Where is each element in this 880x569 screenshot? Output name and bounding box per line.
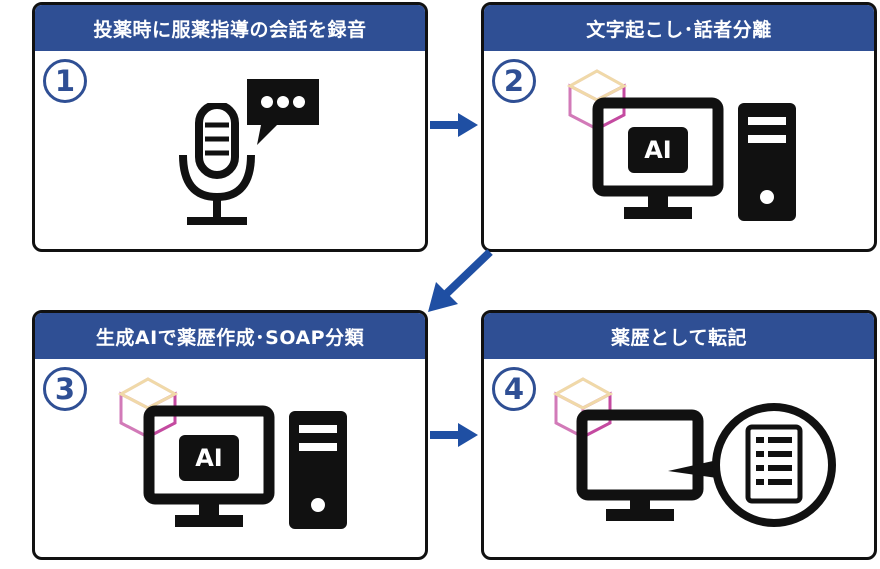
- step-3-number: 3: [43, 367, 87, 411]
- computer-ai-icon: [143, 405, 347, 529]
- arrow-step2-to-step3: [428, 249, 493, 312]
- computer-ai-icon: [592, 97, 796, 221]
- speech-bubble-icon: [247, 79, 319, 145]
- step-2-panel: 文字起こし･話者分離 2 AI: [481, 2, 877, 252]
- ai-chip-label: AI: [195, 444, 223, 472]
- step-4-panel: 薬歴として転記 4: [481, 310, 877, 560]
- monitor-icon: [576, 409, 704, 521]
- document-list-icon: [668, 403, 836, 527]
- step-3-title: 生成AIで薬歴作成･SOAP分類: [35, 313, 425, 359]
- step-1-title: 投薬時に服薬指導の会話を録音: [35, 5, 425, 51]
- step-2-title: 文字起こし･話者分離: [484, 5, 874, 51]
- ai-chip-label: AI: [644, 136, 672, 164]
- step-2-number: 2: [492, 59, 536, 103]
- arrow-step3-to-step4: [430, 423, 478, 447]
- arrow-step1-to-step2: [430, 113, 478, 137]
- step-1-panel: 投薬時に服薬指導の会話を録音 1: [32, 2, 428, 252]
- step-4-title: 薬歴として転記: [484, 313, 874, 359]
- step-3-panel: 生成AIで薬歴作成･SOAP分類 3 AI: [32, 310, 428, 560]
- microphone-icon: [179, 103, 255, 225]
- step-4-number: 4: [492, 367, 536, 411]
- step-1-number: 1: [43, 59, 87, 103]
